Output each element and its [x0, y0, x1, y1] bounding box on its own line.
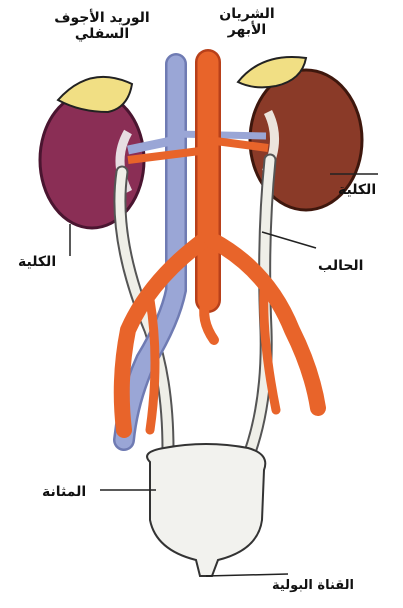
- label-ureter: الحالب: [318, 258, 363, 274]
- label-urethra: القناة البولية: [272, 578, 354, 594]
- label-bladder: المثانة: [42, 484, 86, 500]
- label-aorta-line2: الأبهر: [202, 22, 292, 38]
- label-aorta: الشريان الأبهر: [202, 6, 292, 38]
- label-inferior-vena-cava-line1: الوريد الأجوف: [42, 10, 162, 26]
- label-inferior-vena-cava: الوريد الأجوف السفلي: [42, 10, 162, 42]
- label-aorta-line1: الشريان: [202, 6, 292, 22]
- urethra-line: [206, 574, 288, 576]
- label-kidney-left: الكلية: [18, 254, 56, 270]
- label-inferior-vena-cava-line2: السفلي: [42, 26, 162, 42]
- label-kidney-right: الكلية: [338, 182, 376, 198]
- bladder: [147, 444, 265, 576]
- left-internal-iliac: [150, 300, 155, 430]
